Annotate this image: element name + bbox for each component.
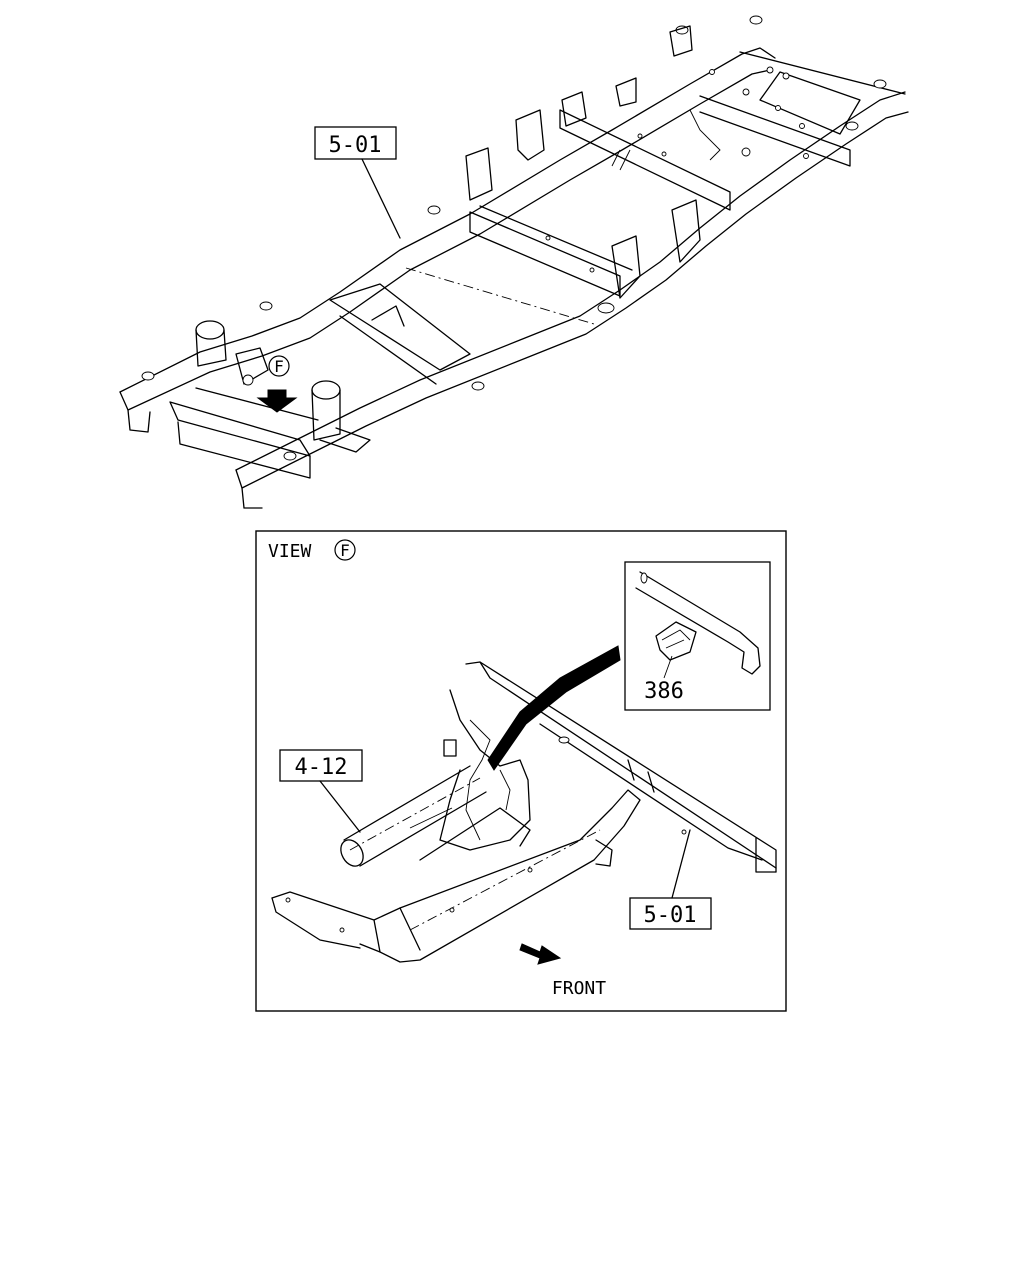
view-marker-letter: F	[274, 357, 284, 376]
frame-holes	[545, 66, 809, 273]
callout-box-frame-detail	[629, 897, 712, 930]
callout-frame-detail: 5-01	[644, 903, 697, 928]
clip-inset: 386	[624, 561, 771, 711]
view-marker-circle	[268, 355, 290, 377]
callout-clip: 386	[644, 679, 684, 704]
view-f-panel: VIEW F	[255, 530, 787, 1012]
front-label: FRONT	[552, 978, 606, 999]
detail-frame-rail	[271, 661, 777, 963]
front-suspension	[195, 320, 371, 453]
body-mounts	[141, 15, 887, 461]
view-title-letter: F	[340, 541, 350, 560]
frame-brackets	[119, 25, 701, 509]
view-title-prefix: VIEW	[268, 541, 312, 562]
front-arrow-icon	[519, 943, 562, 965]
chassis-frame-drawing: F 5-01	[119, 15, 909, 509]
cable-assembly	[340, 689, 531, 867]
callout-frame-top: 5-01	[329, 133, 382, 158]
callout-box-frame-top	[314, 126, 397, 160]
inset-leader-wedge	[487, 645, 621, 771]
callout-box-cable	[279, 749, 363, 782]
clip-inset-border	[624, 561, 771, 711]
view-direction-arrow	[256, 389, 298, 413]
callout-cable: 4-12	[295, 755, 348, 780]
view-title-circle	[334, 539, 356, 561]
